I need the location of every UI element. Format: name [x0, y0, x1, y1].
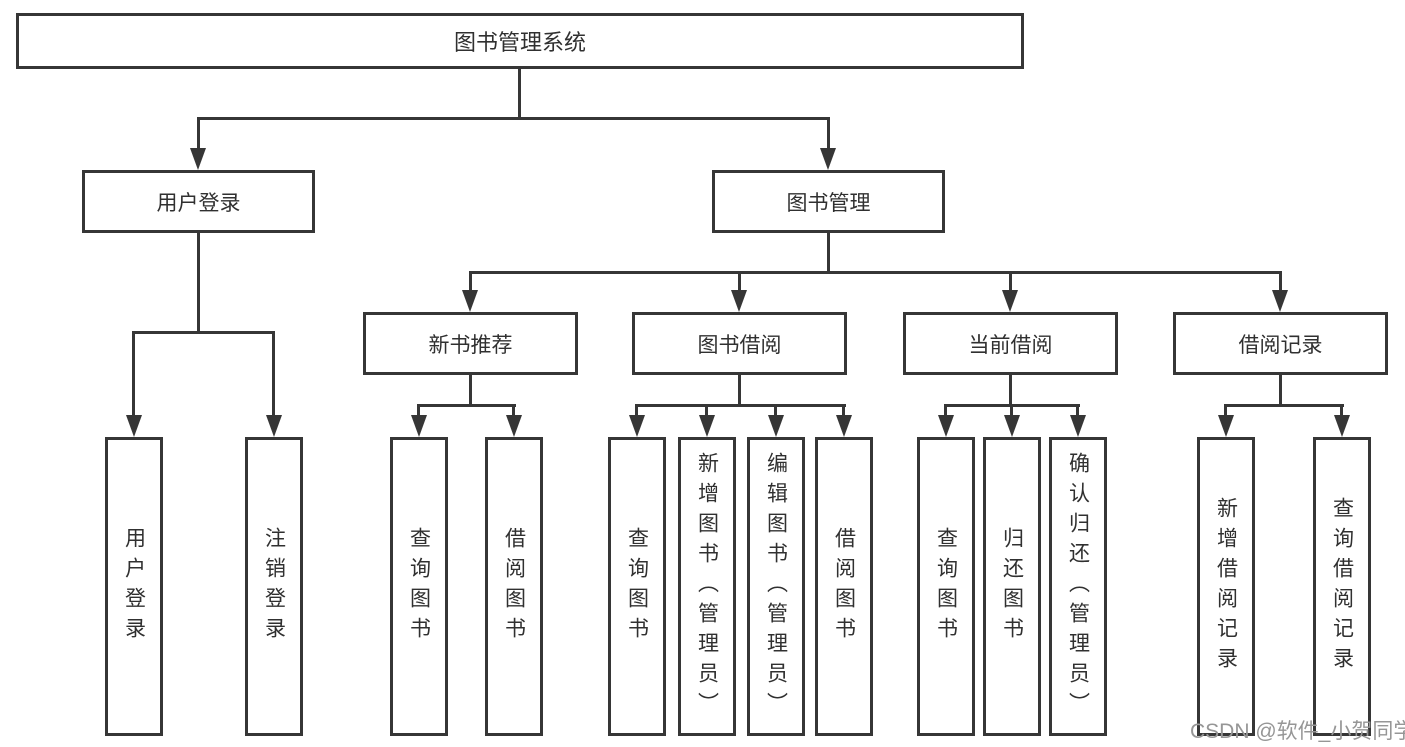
- connector-line: [272, 331, 275, 418]
- leaf-query-books-current: 查询图书: [917, 437, 975, 736]
- leaf-edit-books-admin: 编辑图书（管理员）: [747, 437, 805, 736]
- node-user-login-label: 用户登录: [156, 191, 241, 215]
- connector-line: [705, 404, 708, 418]
- connector-line: [132, 331, 275, 334]
- connector-line: [1279, 375, 1282, 407]
- connector-line: [738, 271, 741, 293]
- node-book-management: 图书管理: [712, 170, 945, 233]
- connector-line: [738, 375, 741, 407]
- leaf-logout-label: 注销登录: [262, 526, 286, 647]
- node-new-book-recommendation: 新书推荐: [363, 312, 578, 375]
- leaf-query-books-current-label: 查询图书: [934, 526, 958, 647]
- arrow-down-icon: [699, 415, 715, 437]
- node-borrowing-records: 借阅记录: [1173, 312, 1388, 375]
- leaf-query-books-borrowing: 查询图书: [608, 437, 666, 736]
- connector-line: [1224, 404, 1344, 407]
- connector-line: [1009, 375, 1012, 407]
- connector-line: [1340, 404, 1343, 418]
- connector-line: [512, 404, 515, 418]
- leaf-return-books-label: 归还图书: [1000, 526, 1024, 647]
- node-book-borrowing-label: 图书借阅: [697, 333, 782, 357]
- arrow-down-icon: [1334, 415, 1350, 437]
- node-current-borrowing-label: 当前借阅: [968, 333, 1053, 357]
- leaf-borrow-books: 借阅图书: [815, 437, 873, 736]
- leaf-return-books: 归还图书: [983, 437, 1041, 736]
- leaf-query-books-recommend: 查询图书: [390, 437, 448, 736]
- csdn-watermark: CSDN @软件_小贺同学: [1190, 720, 1405, 743]
- arrow-down-icon: [1272, 290, 1288, 312]
- arrow-down-icon: [126, 415, 142, 437]
- node-book-management-label: 图书管理: [786, 191, 871, 215]
- leaf-query-borrow-record: 查询借阅记录: [1313, 437, 1371, 736]
- connector-line: [1279, 271, 1282, 293]
- arrow-down-icon: [820, 148, 836, 170]
- connector-line: [132, 331, 135, 418]
- node-library-system-label: 图书管理系统: [453, 30, 586, 55]
- leaf-edit-books-admin-label: 编辑图书（管理员）: [764, 451, 788, 722]
- node-user-login: 用户登录: [82, 170, 315, 233]
- leaf-confirm-return-admin: 确认归还（管理员）: [1049, 437, 1107, 736]
- leaf-borrow-books-label: 借阅图书: [832, 526, 856, 647]
- connector-line: [635, 404, 846, 407]
- connector-line: [518, 68, 521, 120]
- arrow-down-icon: [836, 415, 852, 437]
- connector-line: [635, 404, 638, 418]
- leaf-add-books-admin-label: 新增图书（管理员）: [695, 451, 719, 722]
- node-new-book-recommendation-label: 新书推荐: [428, 333, 513, 357]
- leaf-add-borrow-record: 新增借阅记录: [1197, 437, 1255, 736]
- arrow-down-icon: [506, 415, 522, 437]
- connector-line: [197, 117, 200, 153]
- leaf-add-books-admin: 新增图书（管理员）: [678, 437, 736, 736]
- leaf-query-books-borrowing-label: 查询图书: [625, 526, 649, 647]
- arrow-down-icon: [462, 290, 478, 312]
- node-book-borrowing: 图书借阅: [632, 312, 847, 375]
- leaf-confirm-return-admin-label: 确认归还（管理员）: [1066, 451, 1090, 722]
- connector-line: [827, 117, 830, 153]
- connector-line: [197, 117, 830, 120]
- connector-line: [469, 271, 1282, 274]
- arrow-down-icon: [768, 415, 784, 437]
- connector-line: [1076, 404, 1079, 418]
- connector-line: [1009, 271, 1012, 293]
- connector-line: [1010, 404, 1013, 418]
- connector-line: [197, 233, 200, 334]
- arrow-down-icon: [411, 415, 427, 437]
- leaf-query-books-recommend-label: 查询图书: [407, 526, 431, 647]
- leaf-user-login-label: 用户登录: [122, 526, 146, 647]
- connector-line: [842, 404, 845, 418]
- leaf-borrow-books-recommend-label: 借阅图书: [502, 526, 526, 647]
- arrow-down-icon: [629, 415, 645, 437]
- arrow-down-icon: [731, 290, 747, 312]
- leaf-user-login: 用户登录: [105, 437, 163, 736]
- connector-line: [469, 271, 472, 293]
- leaf-add-borrow-record-label: 新增借阅记录: [1214, 496, 1238, 677]
- leaf-query-borrow-record-label: 查询借阅记录: [1330, 496, 1354, 677]
- connector-line: [417, 404, 516, 407]
- connector-line: [774, 404, 777, 418]
- node-library-system: 图书管理系统: [16, 13, 1024, 69]
- connector-line: [827, 233, 830, 274]
- leaf-logout: 注销登录: [245, 437, 303, 736]
- arrow-down-icon: [1004, 415, 1020, 437]
- node-current-borrowing: 当前借阅: [903, 312, 1118, 375]
- node-borrowing-records-label: 借阅记录: [1238, 333, 1323, 357]
- arrow-down-icon: [1070, 415, 1086, 437]
- arrow-down-icon: [1218, 415, 1234, 437]
- arrow-down-icon: [266, 415, 282, 437]
- arrow-down-icon: [1002, 290, 1018, 312]
- connector-line: [1224, 404, 1227, 418]
- arrow-down-icon: [938, 415, 954, 437]
- arrow-down-icon: [190, 148, 206, 170]
- leaf-borrow-books-recommend: 借阅图书: [485, 437, 543, 736]
- connector-line: [417, 404, 420, 418]
- connector-line: [469, 375, 472, 407]
- connector-line: [944, 404, 947, 418]
